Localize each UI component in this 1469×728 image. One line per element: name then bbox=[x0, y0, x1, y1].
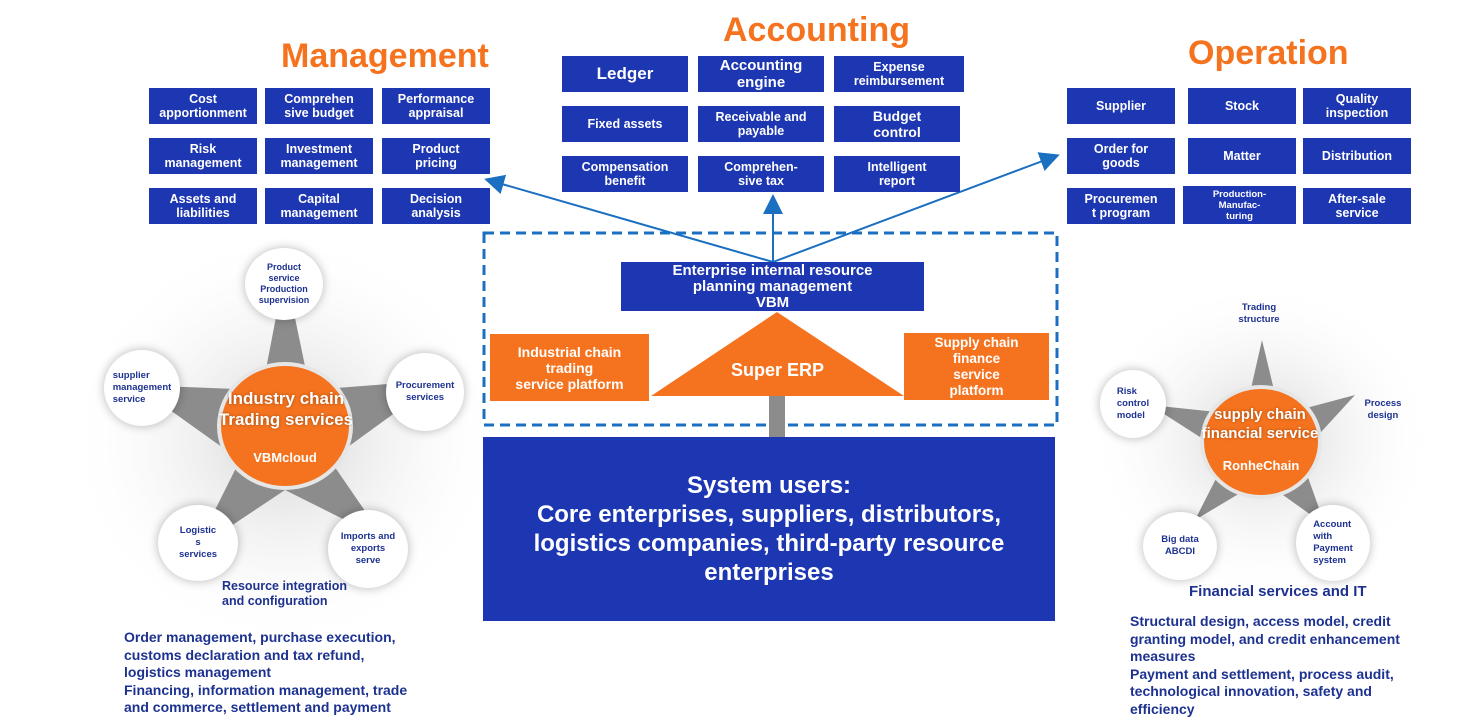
left-node-logistics-services: Logistic s services bbox=[158, 505, 238, 581]
super-erp-triangle bbox=[651, 312, 904, 396]
left-star-center-sub: VBMcloud bbox=[253, 450, 317, 465]
system-users-box: System users: Core enterprises, supplier… bbox=[483, 437, 1055, 621]
operation-item-matter: Matter bbox=[1188, 138, 1296, 174]
dashed-frame bbox=[482, 231, 1059, 427]
management-item-cost-apportionment: Cost apportionment bbox=[149, 88, 257, 124]
left-star-center bbox=[217, 362, 353, 490]
accounting-item-intelligent-report: Intelligent report bbox=[834, 156, 960, 192]
arrow-to-operation bbox=[772, 152, 1060, 263]
management-item-assets-liabilities: Assets and liabilities bbox=[149, 188, 257, 224]
right-star-caption: Financial services and IT bbox=[1189, 583, 1367, 600]
accounting-item-compensation-benefit: Compensation benefit bbox=[562, 156, 688, 192]
management-title: Management bbox=[281, 37, 489, 75]
management-item-risk-management: Risk management bbox=[149, 138, 257, 174]
left-star-caption: Resource integration and configuration bbox=[222, 579, 348, 608]
accounting-item-receivable-payable: Receivable and payable bbox=[698, 106, 824, 142]
left-star-description: Order management, purchase execution, cu… bbox=[124, 629, 408, 715]
operation-item-order-for-goods: Order for goods bbox=[1067, 138, 1175, 174]
accounting-title: Accounting bbox=[723, 11, 910, 49]
right-node-account-payment: Account with Payment system bbox=[1296, 505, 1370, 581]
connector-bar bbox=[769, 395, 785, 438]
arrow-to-management bbox=[484, 174, 774, 263]
management-item-investment-management: Investment management bbox=[265, 138, 373, 174]
accounting-item-fixed-assets: Fixed assets bbox=[562, 106, 688, 142]
accounting-item-accounting-engine: Accounting engine bbox=[698, 56, 824, 92]
management-item-decision-analysis: Decision analysis bbox=[382, 188, 490, 224]
operation-item-production-manufacturing: Production- Manufac- turing bbox=[1183, 186, 1296, 224]
left-node-product-service: Product service Production supervision bbox=[245, 248, 323, 320]
industrial-chain-platform: Industrial chain trading service platfor… bbox=[490, 334, 649, 401]
management-item-product-pricing: Product pricing bbox=[382, 138, 490, 174]
accounting-item-comprehensive-tax: Comprehen- sive tax bbox=[698, 156, 824, 192]
vbm-box: Enterprise internal resource planning ma… bbox=[621, 262, 924, 311]
operation-item-quality-inspection: Quality inspection bbox=[1303, 88, 1411, 124]
left-node-supplier-management: supplier management service bbox=[104, 350, 180, 426]
management-item-comprehensive-budget: Comprehen sive budget bbox=[265, 88, 373, 124]
right-node-process-design: Process design bbox=[1364, 398, 1402, 421]
right-node-risk-control: Risk control model bbox=[1100, 370, 1166, 438]
left-node-procurement-services: Procurement services bbox=[386, 353, 464, 431]
operation-item-after-sale-service: After-sale service bbox=[1303, 188, 1411, 224]
operation-title: Operation bbox=[1188, 34, 1349, 72]
right-star-center-sub: RonheChain bbox=[1222, 458, 1300, 473]
right-node-trading-structure: Trading structure bbox=[1238, 302, 1280, 325]
supply-chain-finance-platform: Supply chain finance service platform bbox=[904, 333, 1049, 400]
operation-item-procurement-program: Procuremen t program bbox=[1067, 188, 1175, 224]
operation-item-stock: Stock bbox=[1188, 88, 1296, 124]
management-item-performance-appraisal: Performance appraisal bbox=[382, 88, 490, 124]
accounting-item-ledger: Ledger bbox=[562, 56, 688, 92]
accounting-item-expense-reimbursement: Expense reimbursement bbox=[834, 56, 964, 92]
left-star-center-title: Industry chain Trading services bbox=[218, 389, 354, 429]
right-star-center-title: supply chain financial service bbox=[1201, 406, 1319, 442]
operation-item-distribution: Distribution bbox=[1303, 138, 1411, 174]
super-erp-label: Super ERP bbox=[731, 360, 825, 380]
right-star-description: Structural design, access model, credit … bbox=[1130, 613, 1400, 717]
left-node-imports-exports: Imports and exports serve bbox=[328, 510, 408, 588]
right-star-center bbox=[1200, 385, 1322, 499]
management-item-capital-management: Capital management bbox=[265, 188, 373, 224]
right-node-big-data: Big data ABCDI bbox=[1143, 512, 1217, 580]
operation-item-supplier: Supplier bbox=[1067, 88, 1175, 124]
accounting-item-budget-control: Budget control bbox=[834, 106, 960, 142]
